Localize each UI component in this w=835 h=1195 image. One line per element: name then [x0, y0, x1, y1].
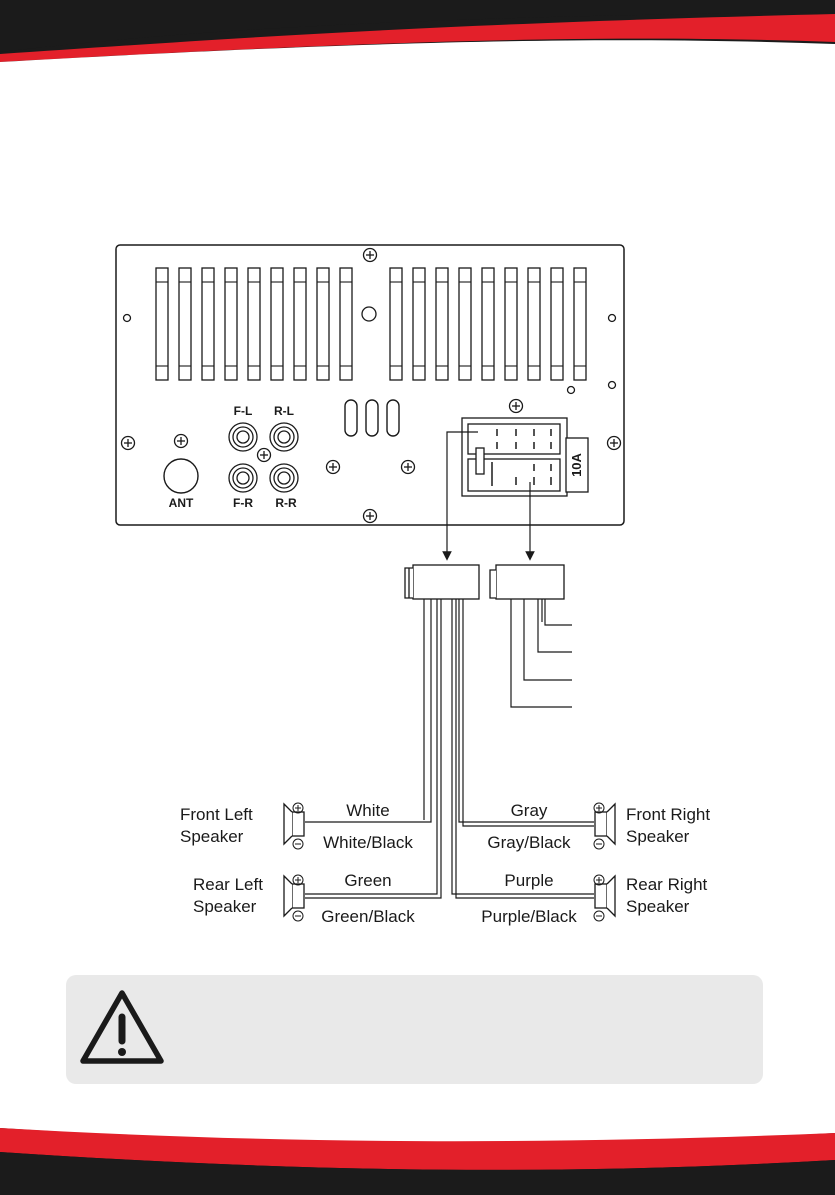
- vent-slots: [345, 400, 399, 436]
- warning-triangle-icon: [77, 987, 167, 1069]
- screw-icon: [364, 249, 377, 262]
- wire-label-purple: Purple: [504, 871, 553, 890]
- fuse-label: 10A: [569, 452, 584, 476]
- antenna-jack: [164, 459, 198, 493]
- wire-label-gray: Gray: [511, 801, 548, 820]
- rca-rl-label: R-L: [274, 404, 294, 418]
- top-band: [0, 0, 835, 62]
- wire-label-green-black: Green/Black: [321, 907, 415, 926]
- polarity-symbols: [293, 803, 604, 921]
- heatsink-fins-right: [390, 268, 586, 380]
- screw-icon: [608, 437, 621, 450]
- speaker-icon: [284, 876, 304, 916]
- warning-box: [66, 975, 763, 1084]
- wire-label-purple-black: Purple/Black: [481, 907, 577, 926]
- front-right-speaker-label-1: Front Right: [626, 805, 710, 824]
- bottom-band: [0, 1128, 835, 1195]
- heatsink-fins-left: [156, 268, 352, 380]
- harness-plug-power: [490, 565, 564, 599]
- wire-label-white-black: White/Black: [323, 833, 413, 852]
- screw-icon: [402, 461, 415, 474]
- screw-icon: [175, 435, 188, 448]
- rca-fl-label: F-L: [234, 404, 253, 418]
- rear-right-speaker-label-2: Speaker: [626, 897, 690, 916]
- antenna-label: ANT: [169, 496, 194, 510]
- front-left-speaker-label-2: Speaker: [180, 827, 244, 846]
- wire-label-white: White: [346, 801, 389, 820]
- speaker-icon: [595, 876, 615, 916]
- wire-label-green: Green: [344, 871, 391, 890]
- rca-rr-label: R-R: [275, 496, 297, 510]
- rca-fr-label: F-R: [233, 496, 253, 510]
- power-wires: [511, 599, 572, 707]
- wire-label-gray-black: Gray/Black: [487, 833, 571, 852]
- front-left-speaker-label-1: Front Left: [180, 805, 253, 824]
- rear-left-speaker-label-1: Rear Left: [193, 875, 263, 894]
- screw-icon: [327, 461, 340, 474]
- rear-left-speaker-label-2: Speaker: [193, 897, 257, 916]
- screw-icon: [364, 510, 377, 523]
- speaker-icon: [284, 804, 304, 844]
- front-right-speaker-label-2: Speaker: [626, 827, 690, 846]
- speaker-icon: [595, 804, 615, 844]
- screw-icon: [510, 400, 523, 413]
- speaker-wires: [305, 599, 594, 898]
- screw-icon: [258, 449, 271, 462]
- rear-right-speaker-label-1: Rear Right: [626, 875, 708, 894]
- harness-plug-speakers: [405, 565, 479, 599]
- screw-icon: [122, 437, 135, 450]
